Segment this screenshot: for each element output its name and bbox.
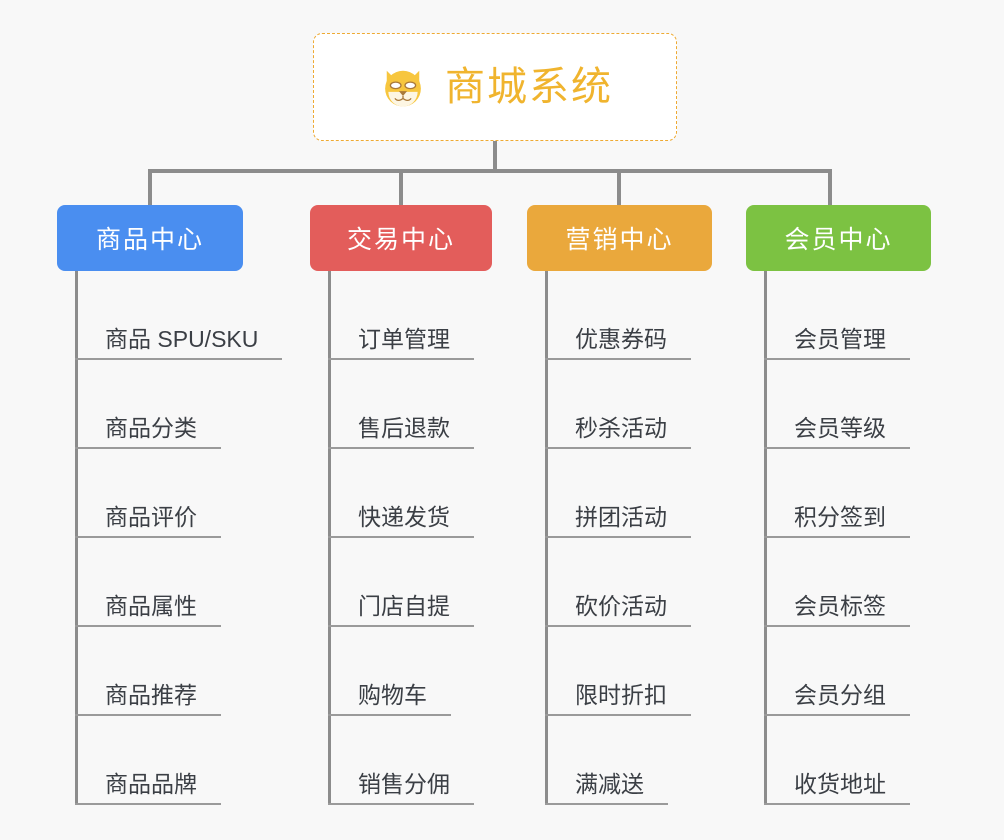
- list-item[interactable]: 门店自提: [328, 538, 492, 627]
- item-spine-3: [545, 271, 548, 805]
- item-label: 会员管理: [764, 326, 910, 360]
- list-item[interactable]: 售后退款: [328, 360, 492, 449]
- item-label: 会员分组: [764, 682, 910, 716]
- item-spine-4: [764, 271, 767, 805]
- branch-column-2: 交易中心 订单管理 售后退款 快递发货 门店自提 购物车 销售分佣: [310, 205, 492, 805]
- item-label: 商品分类: [75, 415, 221, 449]
- category-label-3: 营销中心: [565, 226, 674, 254]
- list-item[interactable]: 砍价活动: [545, 538, 712, 627]
- item-spine-1: [75, 271, 78, 805]
- category-label-4: 会员中心: [784, 226, 893, 254]
- list-item[interactable]: 限时折扣: [545, 627, 712, 716]
- branch-column-4: 会员中心 会员管理 会员等级 积分签到 会员标签 会员分组 收货地址: [746, 205, 931, 805]
- item-label: 商品属性: [75, 593, 221, 627]
- category-box-1[interactable]: 商品中心: [57, 205, 243, 271]
- connector-drop-2: [399, 169, 403, 205]
- item-list-4: 会员管理 会员等级 积分签到 会员标签 会员分组 收货地址: [746, 271, 931, 805]
- list-item[interactable]: 购物车: [328, 627, 492, 716]
- item-label: 秒杀活动: [545, 415, 691, 449]
- list-item[interactable]: 订单管理: [328, 271, 492, 360]
- item-label: 限时折扣: [545, 682, 691, 716]
- item-label: 商品 SPU/SKU: [75, 326, 283, 360]
- item-label: 门店自提: [328, 593, 474, 627]
- branch-column-3: 营销中心 优惠券码 秒杀活动 拼团活动 砍价活动 限时折扣 满减送: [527, 205, 712, 805]
- list-item[interactable]: 商品分类: [75, 360, 243, 449]
- branch-column-1: 商品中心 商品 SPU/SKU 商品分类 商品评价 商品属性 商品推荐 商品品牌: [57, 205, 283, 805]
- item-label: 快递发货: [328, 504, 474, 538]
- item-label: 售后退款: [328, 415, 474, 449]
- connector-drop-3: [617, 169, 621, 205]
- item-label: 商品评价: [75, 504, 221, 538]
- connector-drop-1: [148, 169, 152, 205]
- item-label: 积分签到: [764, 504, 910, 538]
- list-item[interactable]: 满减送: [545, 716, 712, 805]
- category-box-3[interactable]: 营销中心: [527, 205, 712, 271]
- item-label: 优惠券码: [545, 326, 691, 360]
- item-label: 砍价活动: [545, 593, 691, 627]
- item-label: 满减送: [545, 771, 668, 805]
- category-box-4[interactable]: 会员中心: [746, 205, 931, 271]
- item-list-1: 商品 SPU/SKU 商品分类 商品评价 商品属性 商品推荐 商品品牌: [57, 271, 283, 805]
- list-item[interactable]: 拼团活动: [545, 449, 712, 538]
- list-item[interactable]: 商品推荐: [75, 627, 243, 716]
- list-item[interactable]: 商品品牌: [75, 716, 243, 805]
- list-item[interactable]: 商品评价: [75, 449, 243, 538]
- list-item[interactable]: 商品属性: [75, 538, 243, 627]
- root-title: 商城系统: [445, 65, 613, 109]
- item-list-2: 订单管理 售后退款 快递发货 门店自提 购物车 销售分佣: [310, 271, 492, 805]
- connector-horizontal-bar: [148, 169, 832, 173]
- category-box-2[interactable]: 交易中心: [310, 205, 492, 271]
- list-item[interactable]: 收货地址: [764, 716, 931, 805]
- item-label: 商品推荐: [75, 682, 221, 716]
- list-item[interactable]: 积分签到: [764, 449, 931, 538]
- item-label: 会员等级: [764, 415, 910, 449]
- list-item[interactable]: 会员等级: [764, 360, 931, 449]
- list-item[interactable]: 会员标签: [764, 538, 931, 627]
- category-label-1: 商品中心: [95, 226, 204, 254]
- item-label: 收货地址: [764, 771, 910, 805]
- item-label: 购物车: [328, 682, 451, 716]
- root-node[interactable]: 商城系统: [313, 33, 677, 141]
- item-label: 销售分佣: [328, 771, 474, 805]
- list-item[interactable]: 快递发货: [328, 449, 492, 538]
- list-item[interactable]: 销售分佣: [328, 716, 492, 805]
- list-item[interactable]: 秒杀活动: [545, 360, 712, 449]
- item-spine-2: [328, 271, 331, 805]
- item-label: 拼团活动: [545, 504, 691, 538]
- list-item[interactable]: 商品 SPU/SKU: [75, 271, 283, 360]
- list-item[interactable]: 优惠券码: [545, 271, 712, 360]
- connector-root-stem: [493, 141, 497, 173]
- connector-drop-4: [828, 169, 832, 205]
- item-label: 会员标签: [764, 593, 910, 627]
- item-label: 商品品牌: [75, 771, 221, 805]
- list-item[interactable]: 会员分组: [764, 627, 931, 716]
- item-list-3: 优惠券码 秒杀活动 拼团活动 砍价活动 限时折扣 满减送: [527, 271, 712, 805]
- item-label: 订单管理: [328, 326, 474, 360]
- category-label-2: 交易中心: [346, 226, 455, 254]
- dog-face-icon: [385, 70, 421, 107]
- list-item[interactable]: 会员管理: [764, 271, 931, 360]
